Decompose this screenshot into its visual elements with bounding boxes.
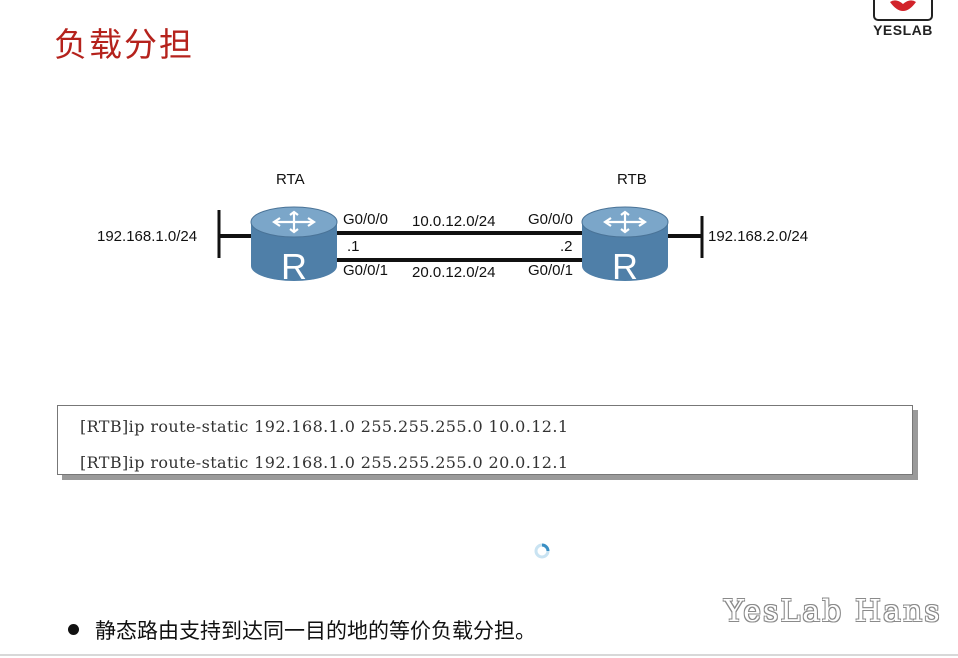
slide-title: 负载分担	[54, 25, 194, 64]
watermark: YesLab Hans	[724, 594, 942, 629]
rta-if-bottom: G0/0/1	[343, 262, 389, 279]
command-line-1: [RTB]ip route-static 192.168.1.0 255.255…	[80, 417, 569, 436]
rtb-if-top: G0/0/0	[528, 211, 574, 228]
bullet-dot-icon	[68, 623, 79, 635]
logo-text: YESLAB	[873, 22, 933, 38]
rta-glyph: R	[281, 246, 307, 287]
loading-spinner-icon	[534, 543, 550, 559]
link-top-network: 10.0.12.0/24	[412, 213, 496, 230]
command-line-2: [RTB]ip route-static 192.168.1.0 255.255…	[80, 453, 569, 472]
rtb-if-bottom: G0/0/1	[528, 262, 574, 279]
bullet-item: 静态路由支持到达同一目的地的等价负载分担。	[68, 615, 536, 645]
rta-name: RTA	[276, 171, 305, 188]
router-rtb-icon	[581, 206, 669, 281]
yeslab-logo	[873, 0, 933, 21]
rtb-glyph: R	[612, 246, 638, 287]
router-rta-icon	[250, 206, 338, 281]
network-diagram: R R	[217, 206, 704, 287]
rta-network-label: 192.168.1.0/24	[97, 228, 198, 245]
heart-icon	[890, 0, 916, 12]
rta-ip-suffix: .1	[347, 238, 360, 255]
link-bottom-network: 20.0.12.0/24	[412, 264, 496, 281]
rtb-ip-suffix: .2	[560, 238, 573, 255]
rtb-network-label: 192.168.2.0/24	[708, 228, 809, 245]
rta-if-top: G0/0/0	[343, 211, 389, 228]
bottom-divider	[0, 654, 958, 656]
rtb-name: RTB	[617, 171, 647, 188]
bullet-text: 静态路由支持到达同一目的地的等价负载分担。	[95, 619, 536, 643]
command-box: [RTB]ip route-static 192.168.1.0 255.255…	[57, 405, 913, 475]
